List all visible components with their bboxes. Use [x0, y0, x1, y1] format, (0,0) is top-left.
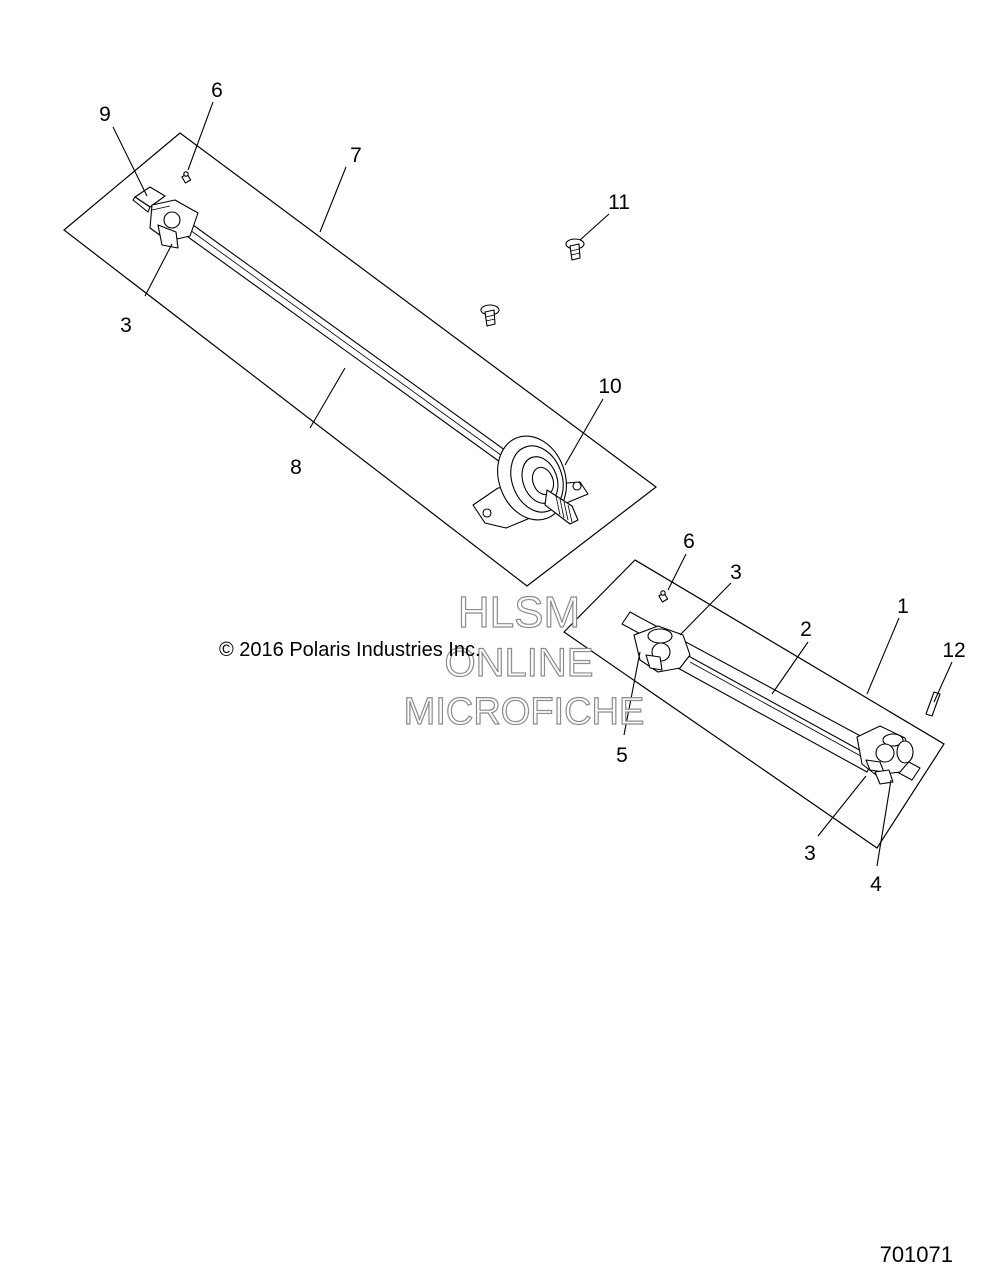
- watermark-line-1: HLSM: [458, 588, 580, 637]
- callout-11: 11: [608, 191, 630, 214]
- roll-pin: [925, 691, 941, 717]
- callout-6-lower: 6: [683, 530, 695, 553]
- rear-shaft-tube: [621, 611, 921, 781]
- grease-fitting-lower: [658, 590, 669, 603]
- callout-5: 5: [616, 744, 628, 767]
- callout-4: 4: [870, 873, 882, 896]
- carrier-bolt-a: [480, 304, 500, 327]
- u-joint-yoke-lower-right: [856, 725, 914, 785]
- grease-fitting-upper: [181, 171, 192, 184]
- callout-2: 2: [800, 618, 812, 641]
- callout-3-middle: 3: [730, 561, 742, 584]
- copyright-notice: © 2016 Polaris Industries Inc.: [219, 639, 481, 661]
- watermark: HLSM ONLINE MICROFICHE: [403, 587, 645, 733]
- watermark-line-2: ONLINE: [445, 641, 594, 685]
- rear-prop-shaft-assembly: [563, 559, 945, 849]
- watermark-line-3: MICROFICHE: [404, 691, 645, 733]
- leader-lines: [112, 101, 953, 867]
- callout-3-lower: 3: [804, 842, 816, 865]
- splined-stub-shaft: [555, 495, 573, 523]
- carrier-bearing: [472, 435, 589, 529]
- callout-7: 7: [350, 144, 362, 167]
- front-prop-shaft-assembly: [63, 132, 657, 587]
- prop-shaft-tube: [169, 211, 514, 468]
- callout-1: 1: [897, 595, 909, 618]
- callout-8: 8: [290, 456, 302, 479]
- callout-12: 12: [942, 639, 965, 662]
- figure-number: 701071: [880, 1242, 953, 1267]
- callout-3-upper: 3: [120, 314, 132, 337]
- assembly-1-outline: [563, 559, 945, 849]
- carrier-bolt-b: [565, 238, 585, 261]
- callouts: 9 6 7 11 3 10 8 6 3 1 2 12 5 3 4: [99, 79, 966, 896]
- callout-9: 9: [99, 103, 111, 126]
- assembly-7-outline: [63, 132, 657, 587]
- u-joint-yoke-upper: [132, 186, 199, 249]
- callout-10: 10: [598, 375, 621, 398]
- callout-6-upper: 6: [211, 79, 223, 102]
- u-joint-yoke-lower-left: [633, 625, 691, 673]
